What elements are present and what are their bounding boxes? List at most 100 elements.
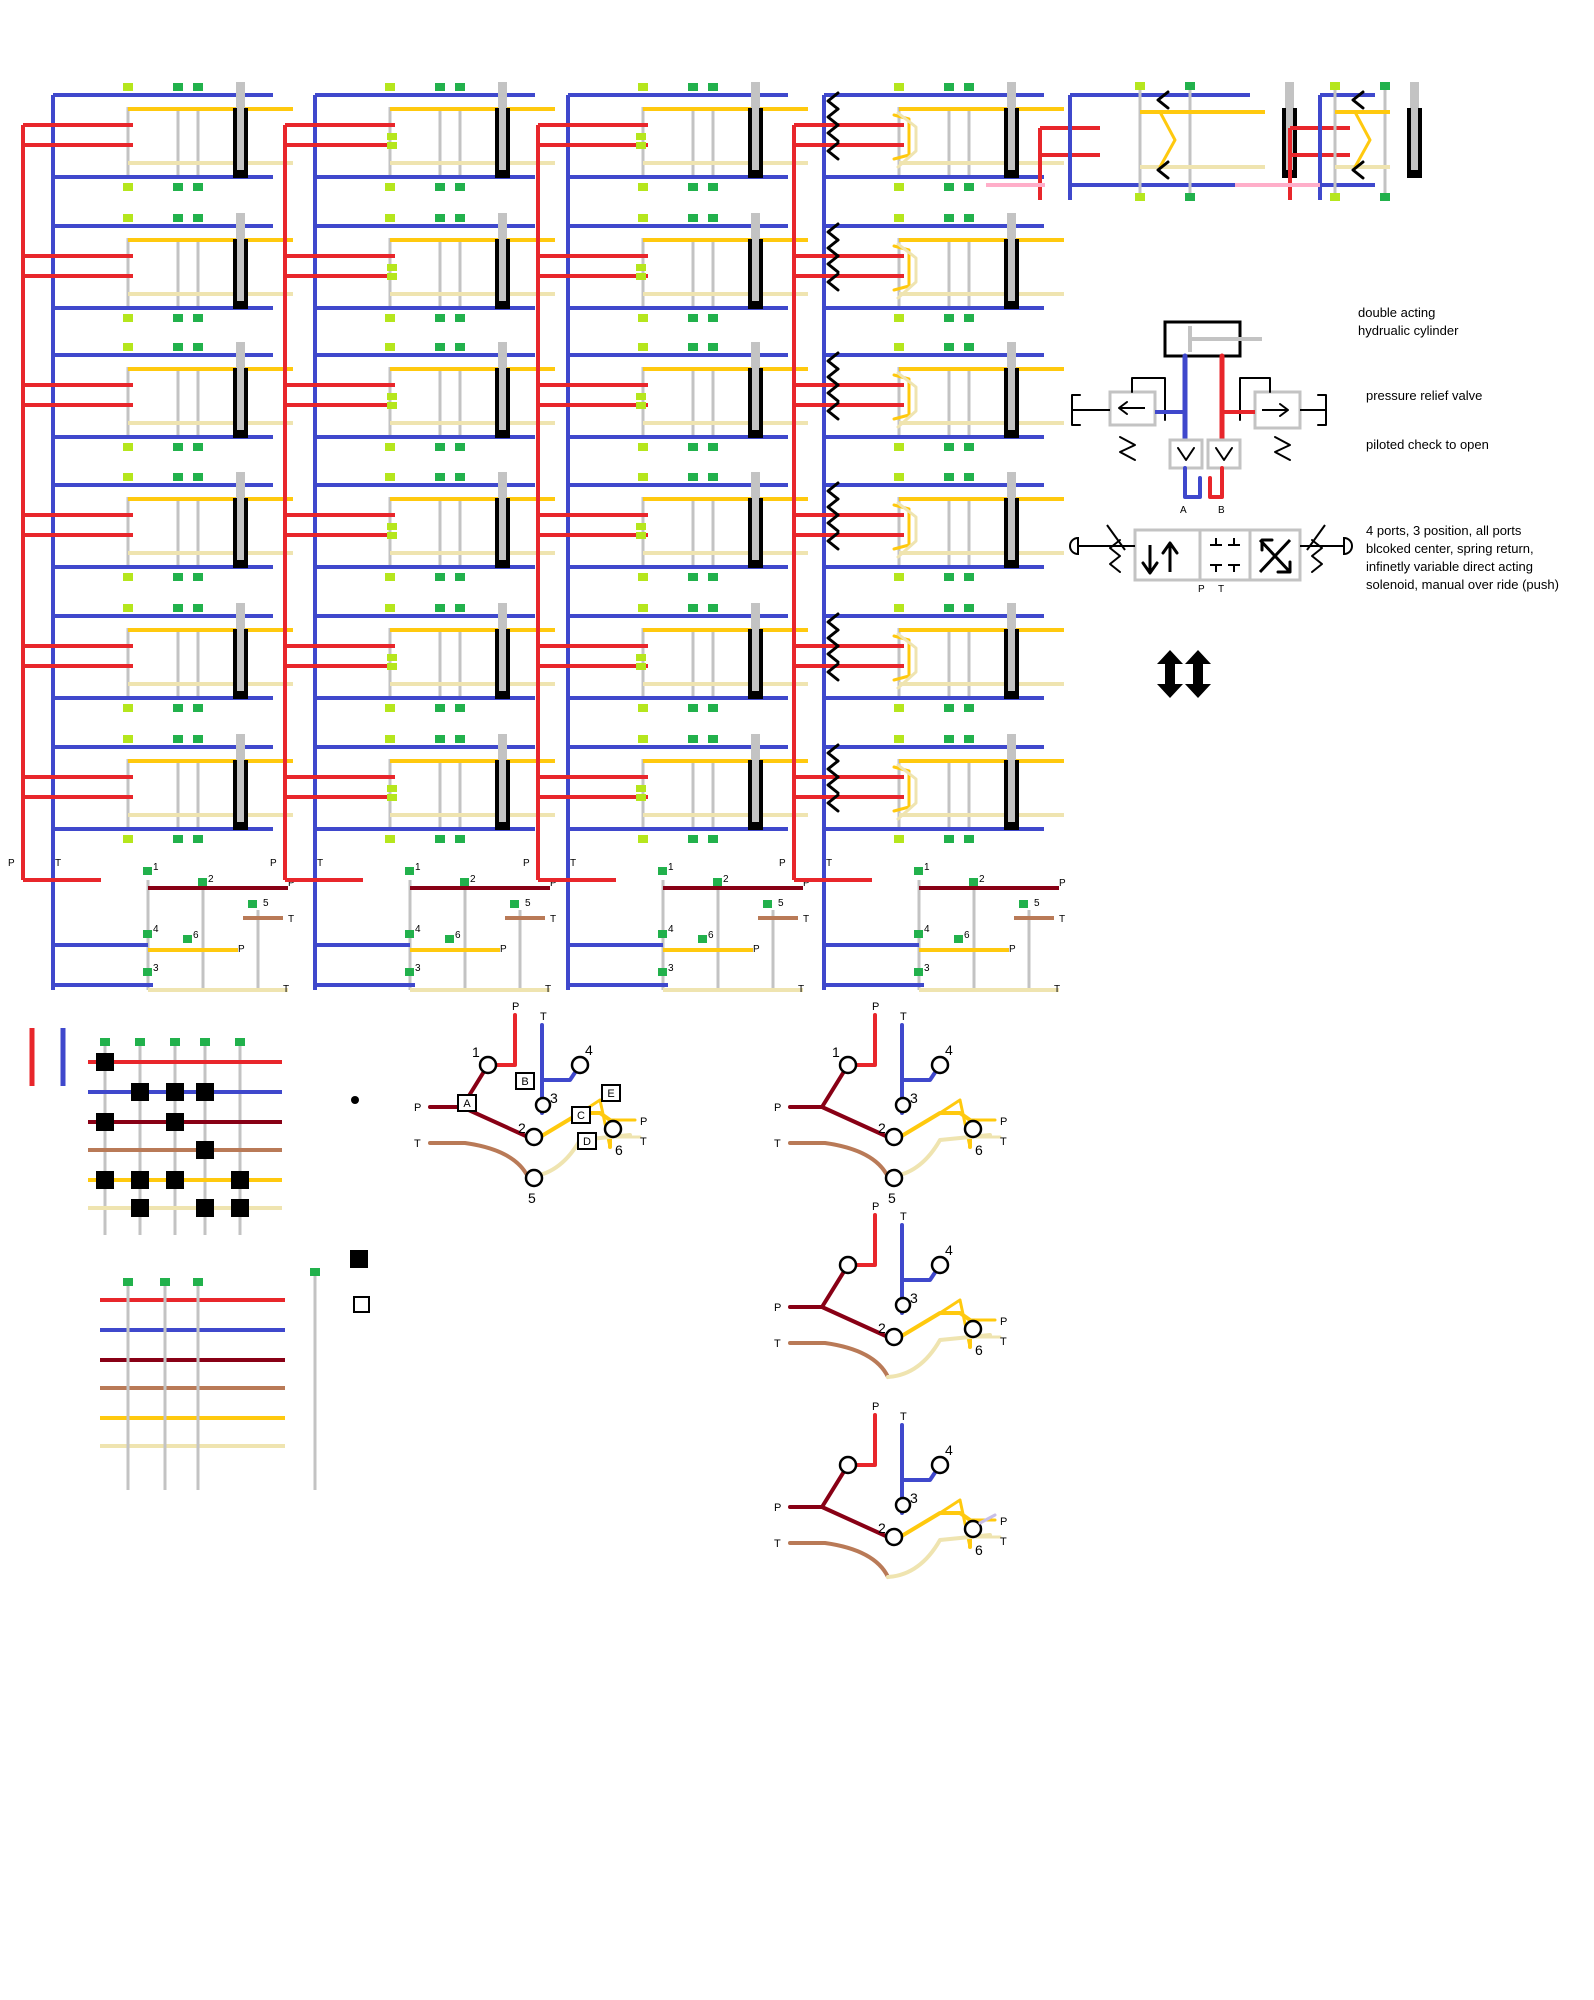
dot-marker bbox=[351, 1096, 359, 1104]
tank-port-label: T bbox=[803, 914, 809, 925]
yellow-pipe bbox=[893, 1511, 972, 1549]
tank-port-label: T bbox=[317, 858, 323, 869]
lime-marker bbox=[123, 835, 133, 843]
green-marker bbox=[173, 735, 183, 743]
lime-marker bbox=[636, 532, 646, 539]
green-marker bbox=[964, 735, 974, 743]
tank-port-label: T bbox=[774, 1538, 781, 1550]
tank-port-label: T bbox=[545, 984, 551, 995]
green-marker bbox=[455, 473, 465, 481]
green-marker bbox=[435, 214, 445, 222]
blocked-square bbox=[96, 1171, 114, 1189]
green-marker bbox=[455, 183, 465, 191]
lime-marker bbox=[636, 133, 646, 140]
lime-marker bbox=[1330, 82, 1340, 90]
arrow-head-icon bbox=[1118, 401, 1128, 415]
port-number-4: 4 bbox=[153, 924, 159, 935]
green-marker bbox=[688, 573, 698, 581]
green-marker bbox=[435, 183, 445, 191]
lime-marker bbox=[123, 214, 133, 222]
port-number-6: 6 bbox=[615, 1142, 623, 1158]
green-marker bbox=[708, 183, 718, 191]
lime-marker bbox=[387, 402, 397, 409]
lime-marker bbox=[387, 532, 397, 539]
cylinder-piston bbox=[752, 239, 759, 301]
green-marker bbox=[708, 735, 718, 743]
green-marker bbox=[688, 343, 698, 351]
green-marker bbox=[405, 930, 414, 938]
blocked-square bbox=[231, 1171, 249, 1189]
lime-marker bbox=[894, 83, 904, 91]
hydraulic-cylinder bbox=[748, 472, 763, 568]
blocked-square bbox=[96, 1113, 114, 1131]
open-line-set bbox=[100, 1250, 370, 1490]
check-chevron-icon bbox=[826, 759, 840, 779]
hydraulic-cylinder bbox=[1407, 82, 1422, 178]
blocked-square bbox=[196, 1199, 214, 1217]
cylinder-unit bbox=[794, 603, 1064, 712]
green-marker bbox=[944, 704, 954, 712]
letter-box-label: A bbox=[463, 1098, 471, 1110]
cylinder-piston bbox=[752, 498, 759, 560]
cylinder-rod bbox=[751, 734, 760, 762]
blocked-square bbox=[231, 1199, 249, 1217]
green-marker bbox=[1185, 193, 1195, 201]
cylinder-unit bbox=[23, 82, 293, 191]
green-marker bbox=[193, 214, 203, 222]
green-marker bbox=[510, 900, 519, 908]
port-label-a: A bbox=[1180, 505, 1187, 516]
hydraulic-cylinder bbox=[495, 472, 510, 568]
cylinder-unit bbox=[285, 82, 555, 191]
dark-red-pipe bbox=[788, 1063, 850, 1109]
green-marker bbox=[435, 735, 445, 743]
port-number-5: 5 bbox=[778, 898, 784, 909]
note-valve: 4 ports, 3 position, all ports blcoked c… bbox=[1366, 522, 1559, 594]
check-chevron-icon bbox=[826, 123, 840, 143]
cylinder-unit bbox=[23, 734, 293, 843]
cylinder-piston bbox=[237, 368, 244, 430]
cylinder-piston bbox=[237, 239, 244, 301]
blocked-square bbox=[196, 1141, 214, 1159]
letter-box-label: B bbox=[521, 1076, 528, 1088]
tank-port-label: T bbox=[798, 984, 804, 995]
green-marker bbox=[435, 343, 445, 351]
lime-marker bbox=[1135, 82, 1145, 90]
cylinder-rod bbox=[751, 213, 760, 241]
port-number-3: 3 bbox=[910, 1490, 918, 1506]
port-number-2: 2 bbox=[723, 874, 729, 885]
lime-marker bbox=[894, 473, 904, 481]
green-marker bbox=[944, 735, 954, 743]
pressure-port-label: P bbox=[872, 1001, 879, 1013]
manual-override-icon bbox=[1343, 536, 1353, 556]
cylinder-unit bbox=[794, 342, 1064, 451]
lime-marker bbox=[636, 393, 646, 400]
check-chevron-icon bbox=[826, 141, 840, 161]
green-marker bbox=[455, 835, 465, 843]
green-marker bbox=[435, 573, 445, 581]
cylinder-rod bbox=[498, 472, 507, 500]
check-chevron-icon bbox=[826, 531, 840, 551]
lime-marker bbox=[123, 704, 133, 712]
port-circle-4 bbox=[570, 1055, 590, 1075]
cylinder-rod bbox=[236, 472, 245, 500]
cylinder-piston bbox=[1008, 368, 1015, 430]
letter-box bbox=[601, 1084, 621, 1102]
green-marker bbox=[944, 214, 954, 222]
tank-port-label: T bbox=[1000, 1536, 1007, 1548]
tank-port-label: T bbox=[900, 1411, 907, 1423]
lime-marker bbox=[636, 663, 646, 670]
lime-marker bbox=[123, 735, 133, 743]
cylinder-rod bbox=[1007, 82, 1016, 110]
cylinder-rod bbox=[236, 734, 245, 762]
pressure-port-label: P bbox=[803, 878, 810, 889]
port-circle-3 bbox=[894, 1296, 912, 1314]
cylinder-rod bbox=[1410, 82, 1419, 110]
green-marker bbox=[435, 604, 445, 612]
lime-marker bbox=[636, 794, 646, 801]
hydraulic-cylinder bbox=[1004, 342, 1019, 438]
port-number-1: 1 bbox=[415, 862, 421, 873]
